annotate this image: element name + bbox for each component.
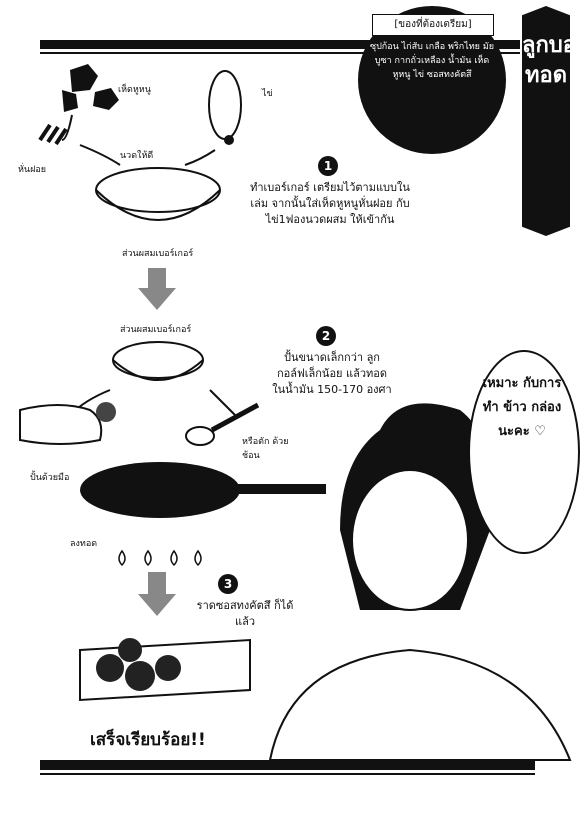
step-text: ทำเบอร์เกอร์ เตรียมไว้ตามแบบในเล่ม จากนั… [250, 181, 410, 226]
step-text: ปั้นขนาดเล็กกว่า ลูกกอล์ฟเล็กน้อย แล้วทอ… [272, 351, 392, 396]
onion-label: หั่นฝอย [18, 165, 47, 175]
bowl-icon [112, 341, 204, 381]
mushroom-label: เห็ดหูหนู [118, 85, 151, 95]
mixture-label-1: ส่วนผสมเบอร์เกอร์ [122, 249, 194, 259]
spoon-label: หรือตัก ด้วยช้อน [242, 437, 289, 461]
speech-bubble-text: เหมาะ กับการทำ ข้าว กล่อง นะคะ ♡ [482, 376, 562, 439]
egg-label: ไข่ [262, 89, 273, 99]
top-border [40, 40, 520, 49]
ingredients-list: ซุปก้อน ไก่สับ เกลือ พริกไทย มัยบูซา กาก… [369, 42, 495, 80]
mixture-label-2: ส่วนผสมเบอร์เกอร์ [120, 325, 192, 335]
egg-icon [208, 70, 242, 145]
knead-label: นวดให้ดี [120, 151, 154, 161]
step-text: ราดซอสทงคัตสึ ก็ได้แล้ว [196, 599, 294, 628]
down-arrow-icon [138, 268, 176, 616]
mixing-bowl-icon [95, 167, 221, 221]
done-text: เสร็จเรียบร้อย!! [90, 730, 206, 750]
arrows [61, 114, 236, 416]
girl-figure [268, 403, 572, 761]
step-number: 2 [316, 326, 336, 346]
fry-label: ลงทอด [70, 539, 98, 549]
plate-icon [79, 638, 251, 702]
frying-pan-icon [80, 462, 326, 518]
flame-icon [118, 549, 202, 567]
step-number: 3 [218, 574, 238, 594]
ingredients-header: [ของที่ต้องเตรียม] [372, 14, 494, 36]
bottom-border [40, 760, 535, 770]
onion-icon [38, 123, 68, 146]
speech-bubble [468, 350, 580, 554]
spoon-icon [185, 402, 260, 446]
bottom-border-thin [40, 773, 535, 775]
mushroom-icon [62, 64, 119, 112]
top-border-thin [40, 52, 520, 54]
hand-icon [19, 402, 116, 445]
by-hand-label: ปั้นด้วยมือ [30, 473, 70, 483]
title-banner [522, 6, 570, 236]
step-number: 1 [318, 156, 338, 176]
